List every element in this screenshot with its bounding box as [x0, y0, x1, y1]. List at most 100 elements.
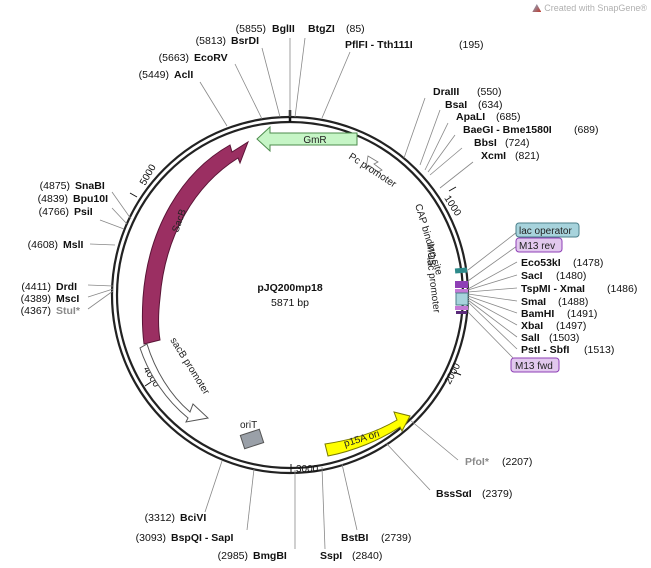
svg-text:XbaI: XbaI	[521, 320, 543, 332]
site-xcmi[interactable]: XcmI(821)	[481, 150, 540, 162]
site-bcivi[interactable]: (3312) BciVI	[145, 512, 207, 524]
sacb-feature[interactable]: SacB	[141, 140, 249, 345]
svg-text:(5813): (5813)	[196, 35, 226, 47]
svg-text:2000: 2000	[443, 361, 463, 386]
site-xbai[interactable]: XbaI (1497)	[521, 320, 586, 332]
svg-text:PflFI - Tth111I: PflFI - Tth111I	[345, 39, 413, 51]
svg-text:(1497): (1497)	[556, 320, 586, 332]
svg-text:DraIII: DraIII	[433, 86, 459, 98]
site-sspi[interactable]: SspI(2840)	[320, 550, 382, 562]
svg-text:(4766): (4766)	[39, 206, 69, 218]
svg-text:Bpu10I: Bpu10I	[73, 193, 108, 205]
backbone-outer	[110, 115, 470, 475]
plasmid-size: 5871 bp	[271, 297, 309, 309]
site-bmgbi[interactable]: (2985) BmgBI	[218, 550, 287, 562]
svg-text:(4411): (4411)	[21, 281, 51, 293]
svg-text:BbsI: BbsI	[474, 137, 497, 149]
site-saci[interactable]: SacI(1480)	[521, 270, 586, 282]
site-btgzi[interactable]: BtgZI(85)	[308, 23, 365, 35]
svg-text:BciVI: BciVI	[180, 512, 206, 524]
site-tspmi[interactable]: TspMI - XmaI(1486)	[521, 283, 637, 295]
site-bstbi[interactable]: BstBI (2739)	[341, 532, 411, 544]
site-pflfi[interactable]: PflFI - Tth111I (195)	[345, 39, 484, 51]
lac-operator-tag[interactable]: lac operator	[515, 222, 580, 238]
svg-text:(4389): (4389)	[21, 293, 51, 305]
svg-text:(3093): (3093)	[136, 532, 166, 544]
svg-text:(1478): (1478)	[573, 257, 603, 269]
svg-text:BspQI - SapI: BspQI - SapI	[171, 532, 234, 544]
m13-fwd-tag[interactable]: M13 fwd	[510, 357, 560, 373]
site-snabi[interactable]: (4875) SnaBI	[40, 180, 105, 192]
svg-text:Pc promoter: Pc promoter	[346, 151, 398, 190]
site-bsai[interactable]: BsaI(634)	[445, 99, 503, 111]
site-bsrdi[interactable]: (5813) BsrDI	[196, 35, 259, 47]
site-bsssai[interactable]: BssSαI(2379)	[436, 488, 512, 500]
svg-text:BssSαI: BssSαI	[436, 488, 472, 500]
site-bglii[interactable]: (5855) BglII	[236, 23, 295, 35]
svg-text:(550): (550)	[477, 86, 502, 98]
svg-text:(195): (195)	[459, 39, 484, 51]
svg-text:(2985): (2985)	[218, 550, 248, 562]
site-bspqi[interactable]: (3093) BspQI - SapI	[136, 532, 234, 544]
site-apali[interactable]: ApaLI (685)	[456, 111, 521, 123]
svg-text:(1491): (1491)	[567, 308, 597, 320]
lac-region-boxes	[454, 267, 469, 314]
svg-text:BstBI: BstBI	[341, 532, 369, 544]
svg-text:AclI: AclI	[174, 69, 193, 81]
svg-text:SnaBI: SnaBI	[75, 180, 105, 192]
pc-promoter-feature[interactable]: Pc promoter	[346, 151, 398, 190]
site-msci[interactable]: (4389)MscI	[21, 293, 80, 305]
svg-text:EcoRV: EcoRV	[194, 52, 228, 64]
orit-feature[interactable]: oriT	[239, 420, 265, 450]
svg-text:(1480): (1480)	[556, 270, 586, 282]
svg-text:BsrDI: BsrDI	[231, 35, 259, 47]
mcs-label: MCS	[424, 243, 437, 266]
svg-text:(2739): (2739)	[381, 532, 411, 544]
svg-text:(4875): (4875)	[40, 180, 70, 192]
svg-text:StuI*: StuI*	[56, 305, 81, 317]
gmr-feature[interactable]: GmR	[256, 125, 358, 153]
svg-text:BtgZI: BtgZI	[308, 23, 335, 35]
svg-text:(3312): (3312)	[145, 512, 175, 524]
svg-text:3000: 3000	[296, 464, 319, 475]
svg-text:(5855): (5855)	[236, 23, 266, 35]
site-bpu10i[interactable]: (4839)Bpu10I	[38, 193, 108, 205]
svg-text:BamHI: BamHI	[521, 308, 554, 320]
m13-rev-tag[interactable]: M13 rev	[515, 237, 563, 253]
svg-text:PfoI*: PfoI*	[465, 456, 490, 468]
site-drdi[interactable]: (4411) DrdI	[21, 281, 77, 293]
svg-text:BglII: BglII	[272, 23, 295, 35]
svg-text:5000: 5000	[138, 162, 159, 187]
site-sali[interactable]: SalI(1503)	[521, 332, 579, 344]
site-draiii[interactable]: DraIII (550)	[433, 86, 502, 98]
svg-text:DrdI: DrdI	[56, 281, 77, 293]
svg-text:(5449): (5449)	[139, 69, 169, 81]
svg-text:Eco53kI: Eco53kI	[521, 257, 561, 269]
svg-text:MslI: MslI	[63, 239, 84, 251]
svg-text:(1486): (1486)	[607, 283, 637, 295]
tick-3000: 3000	[290, 464, 319, 475]
site-bbsi[interactable]: BbsI(724)	[474, 137, 530, 149]
site-msli[interactable]: (4608)MslI	[28, 239, 84, 251]
svg-text:SmaI: SmaI	[521, 296, 546, 308]
site-pfoi[interactable]: PfoI*(2207)	[465, 456, 532, 468]
site-psii[interactable]: (4766) PsiI	[39, 206, 93, 218]
site-psti[interactable]: PstI - SbfI(1513)	[521, 344, 614, 356]
site-baegi[interactable]: BaeGI - Bme1580I(689)	[463, 124, 599, 136]
svg-text:PstI - SbfI: PstI - SbfI	[521, 344, 570, 356]
site-smai[interactable]: SmaI(1488)	[521, 296, 588, 308]
svg-text:(2840): (2840)	[352, 550, 382, 562]
svg-text:(685): (685)	[496, 111, 521, 123]
site-stui[interactable]: (4367)StuI*	[21, 305, 81, 317]
svg-text:BmgBI: BmgBI	[253, 550, 287, 562]
site-ecorv[interactable]: (5663)EcoRV	[159, 52, 228, 64]
svg-text:sacB promoter: sacB promoter	[167, 336, 211, 398]
site-acli[interactable]: (5449) AclI	[139, 69, 194, 81]
site-bamhi[interactable]: BamHI (1491)	[521, 308, 597, 320]
svg-text:BaeGI - Bme1580I: BaeGI - Bme1580I	[463, 124, 552, 136]
svg-text:PsiI: PsiI	[74, 206, 93, 218]
svg-text:(821): (821)	[515, 150, 540, 162]
svg-text:ApaLI: ApaLI	[456, 111, 485, 123]
site-eco53ki[interactable]: Eco53kI (1478)	[521, 257, 603, 269]
